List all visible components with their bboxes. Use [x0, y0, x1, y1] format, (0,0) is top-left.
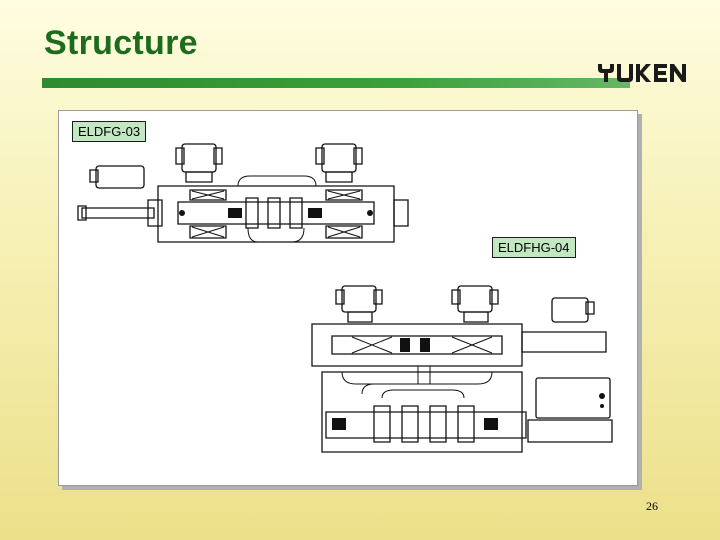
title-underline	[42, 78, 630, 88]
diagram-panel	[58, 110, 638, 486]
page-number: 26	[646, 499, 658, 513]
eldfhg-04-drawing	[302, 280, 618, 460]
eldfg-03-drawing	[78, 138, 418, 250]
model-label-eldfhg-04: ELDFHG-04	[492, 237, 576, 258]
slide-title: Structure	[44, 24, 198, 62]
yuken-logo	[588, 60, 688, 84]
model-label-eldfg-03: ELDFG-03	[72, 121, 147, 142]
